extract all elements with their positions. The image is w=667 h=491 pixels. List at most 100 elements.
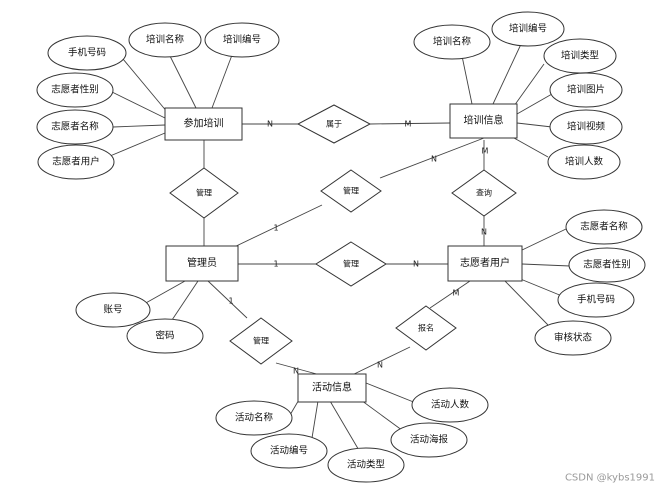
attribute-vu-phone[interactable]: 手机号码 [557,282,635,318]
attribute-label: 活动名称 [235,412,274,424]
attribute-label: 志愿者用户 [52,156,100,168]
watermark: CSDN @kybs1991 [565,473,655,484]
relationship-diamond [315,241,387,287]
attribute-ti-count[interactable]: 培训人数 [547,144,621,180]
connector-belongs-ti [369,122,451,125]
attribute-vu-name[interactable]: 志愿者名称 [565,209,643,245]
connector-ti-name [461,55,473,105]
attribute-ellipse [413,24,491,60]
cardinality-ai-manage-bottom: N [293,367,299,376]
attribute-ellipse [568,247,646,283]
attribute-ellipse [565,209,643,245]
attribute-jt-train-no[interactable]: 培训编号 [204,22,280,58]
attribute-ellipse [491,11,565,47]
entity-label: 活动信息 [312,381,352,394]
relationship-sign-up[interactable]: 报名 [395,305,457,351]
attribute-label: 培训编号 [509,23,547,35]
attribute-ti-type[interactable]: 培训类型 [543,38,617,74]
attribute-ellipse [36,109,114,145]
connector-ti-type [513,63,545,107]
relationship-manage-training-info[interactable]: 管理 [320,169,382,213]
cardinality-belongs-left: N [267,120,273,129]
connector-vu-name [519,228,567,252]
connector-jt-phone [117,52,169,114]
attribute-label: 志愿者性别 [51,84,99,96]
connector-manage-ti [379,137,485,179]
connector-vu-gender [521,263,571,267]
cardinality-view-top: M [482,147,489,156]
entity-box [165,245,239,282]
relationship-label: 属于 [326,120,342,129]
attribute-jt-vol-name[interactable]: 志愿者名称 [36,109,114,145]
attribute-label: 培训图片 [567,84,605,96]
connector-jt-train-name [167,51,197,109]
relationship-label: 报名 [418,323,434,333]
attribute-ai-type[interactable]: 活动类型 [327,447,405,483]
attribute-vu-status[interactable]: 审核状态 [534,320,612,356]
attribute-ellipse [47,35,127,71]
attribute-ai-poster[interactable]: 活动海报 [390,422,468,458]
relationship-diamond [169,167,239,219]
connector-vu-signup [429,280,471,309]
attribute-ellipse [327,447,405,483]
connector-ad-password [169,280,199,324]
relationship-diamond [229,317,293,365]
attribute-ellipse [547,144,621,180]
connector-jt-train-no [211,54,233,109]
attribute-jt-gender[interactable]: 志愿者性别 [36,72,114,108]
attribute-ai-name[interactable]: 活动名称 [215,400,293,436]
attribute-ellipse [549,109,623,145]
entity-box [164,107,243,141]
entity-admin[interactable]: 管理员 [165,245,239,282]
attribute-ad-account[interactable]: 账号 [75,292,151,328]
attribute-label: 活动编号 [270,445,308,457]
entity-label: 参加培训 [184,117,224,130]
relationship-manage-activity[interactable]: 管理 [229,317,293,365]
attribute-ti-image[interactable]: 培训图片 [549,72,623,108]
cardinality-vu-manage-left: 1 [273,260,278,269]
attribute-vu-gender[interactable]: 志愿者性别 [568,247,646,283]
attribute-ad-password[interactable]: 密码 [126,318,204,354]
connector-ti-no [492,41,523,105]
attribute-ellipse [215,400,293,436]
cardinality-vu-manage-right: N [413,260,419,269]
connector-admin-manage-ti [229,204,323,250]
attribute-jt-train-name[interactable]: 培训名称 [128,22,202,58]
attribute-ti-name[interactable]: 培训名称 [413,24,491,60]
relationship-view[interactable]: 查询 [451,169,517,217]
connector-ti-count [513,137,549,158]
attribute-ai-count[interactable]: 活动人数 [411,387,489,423]
connector-ai-no [311,400,319,439]
attribute-ellipse [557,282,635,318]
connector-signup-ai [349,346,411,377]
relationship-manage-training[interactable]: 管理 [169,167,239,219]
relationship-manage-volunteer[interactable]: 管理 [315,241,387,287]
cardinality-sign-up-bottom: N [377,361,383,370]
entity-volunteer-user[interactable]: 志愿者用户 [447,245,523,282]
attribute-ellipse [126,318,204,354]
attribute-ti-video[interactable]: 培训视频 [549,109,623,145]
connector-admin-manage-ai [207,280,248,319]
attribute-label: 培训类型 [561,50,600,62]
attribute-jt-phone[interactable]: 手机号码 [47,35,127,71]
connector-vu-phone [517,277,563,297]
entity-training-info[interactable]: 培训信息 [449,103,518,139]
attribute-jt-vol-user[interactable]: 志愿者用户 [37,144,115,180]
relationship-belongs[interactable]: 属于 [296,104,372,144]
attribute-label: 培训名称 [433,36,472,48]
connector-ti-image [516,93,553,115]
attribute-ellipse [37,144,115,180]
attribute-ti-no[interactable]: 培训编号 [491,11,565,47]
attribute-label: 培训视频 [567,121,606,133]
cardinality-ti-manage-bottom: 1 [273,224,278,233]
attribute-ellipse [250,433,328,469]
entity-activity-info[interactable]: 活动信息 [297,373,367,403]
attribute-label: 培训名称 [146,34,185,46]
cardinality-ti-manage-top: N [431,155,437,164]
attribute-ai-no[interactable]: 活动编号 [250,433,328,469]
attribute-label: 志愿者性别 [583,259,631,271]
attribute-label: 活动海报 [410,434,449,446]
connectors [109,41,571,453]
relationship-label: 管理 [343,186,359,196]
entity-join-training[interactable]: 参加培训 [164,107,243,141]
